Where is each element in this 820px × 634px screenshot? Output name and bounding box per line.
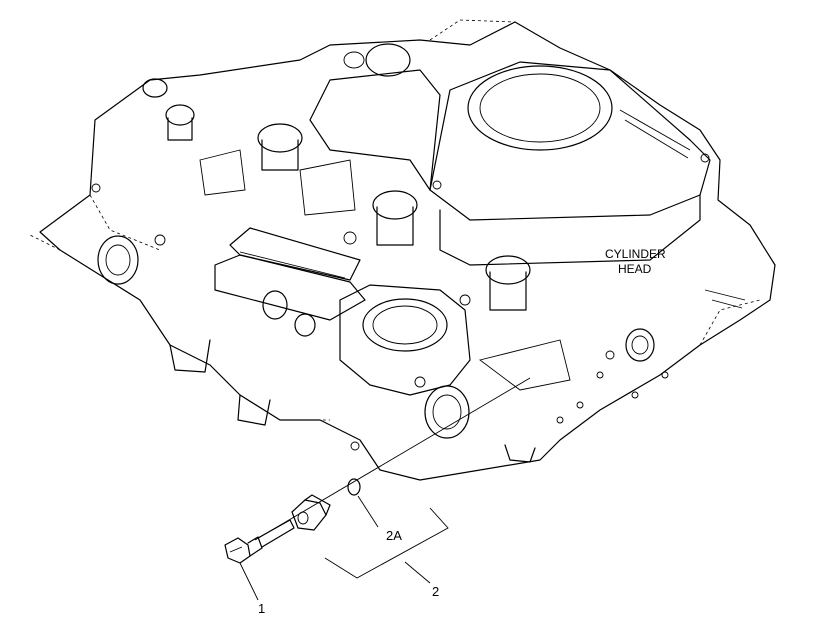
cylinder-head-drawing <box>29 19 776 481</box>
callout-2-bracket <box>324 507 449 579</box>
flange-part <box>291 494 331 531</box>
callout-2a-leader <box>357 495 379 528</box>
callout-2-leader <box>404 561 431 584</box>
callout-2: 2 <box>432 584 439 599</box>
callout-2a: 2A <box>386 528 402 543</box>
cylinder-head-label-line1: CYLINDER <box>605 247 666 261</box>
bolt-part <box>224 519 295 564</box>
callout-1-leader <box>239 562 259 601</box>
cylinder-head-label-line2: HEAD <box>618 262 652 276</box>
assembly-center-line <box>254 377 531 541</box>
callout-1: 1 <box>258 601 265 616</box>
o-ring-part <box>347 478 361 496</box>
